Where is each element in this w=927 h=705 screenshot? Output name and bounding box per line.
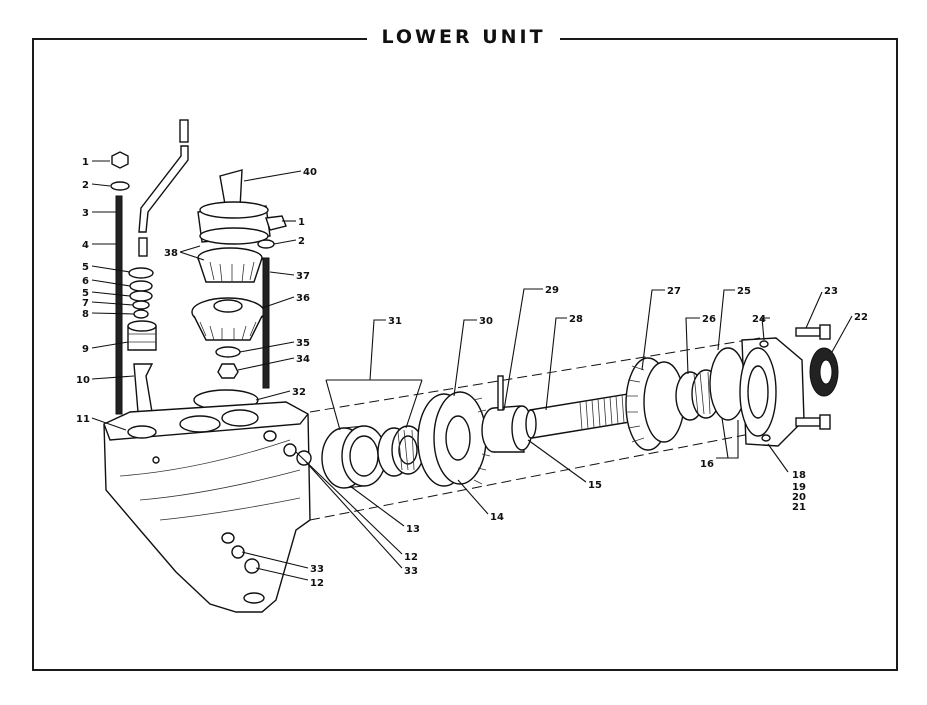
callout-36: 36 xyxy=(296,293,310,304)
callout-2: 2 xyxy=(82,180,89,191)
callout-37: 37 xyxy=(296,271,310,282)
callout-20: 20 xyxy=(792,492,806,503)
part-28-propeller-shaft xyxy=(525,391,643,439)
callout-21: 21 xyxy=(792,502,806,513)
callout-14: 14 xyxy=(490,512,504,523)
part-7-ring xyxy=(132,300,150,310)
callout-26: 26 xyxy=(702,314,716,325)
part-38-bearing xyxy=(197,247,263,283)
part-36-pinion-gear xyxy=(191,297,265,341)
callout-11: 11 xyxy=(76,414,90,425)
part-40-driveshaft-and-housing xyxy=(197,169,287,245)
callout-10: 10 xyxy=(76,375,90,386)
callout-16: 16 xyxy=(700,459,714,470)
callout-4: 4 xyxy=(82,240,89,251)
part-5-washer xyxy=(128,267,154,279)
leader-lines xyxy=(91,160,853,581)
callout-2b: 2 xyxy=(298,236,305,247)
callout-29: 29 xyxy=(545,285,559,296)
part-22-seal xyxy=(809,347,839,397)
part-34-nut xyxy=(217,363,239,379)
diagram-title: LOWER UNIT xyxy=(367,26,560,48)
callout-22: 22 xyxy=(854,312,868,323)
callout-3: 3 xyxy=(82,208,89,219)
callout-8: 8 xyxy=(82,309,89,320)
callout-30: 30 xyxy=(479,316,493,327)
callout-1b: 1 xyxy=(298,217,305,228)
callout-labels: 1 2 3 4 5 6 5 7 8 9 10 11 40 1 2 38 37 3… xyxy=(76,157,868,589)
callout-7: 7 xyxy=(82,298,89,309)
assembly-guide-lines xyxy=(309,337,761,521)
part-3-shift-rod xyxy=(138,119,189,257)
callout-15: 15 xyxy=(588,480,602,491)
callout-40: 40 xyxy=(303,167,317,178)
callout-12b: 12 xyxy=(310,578,324,589)
callout-5: 5 xyxy=(82,262,89,273)
part-23-screws xyxy=(795,324,831,430)
part-4-stud xyxy=(115,195,123,415)
part-11-gear-case xyxy=(103,401,311,613)
callout-33b: 33 xyxy=(310,564,324,575)
callout-27: 27 xyxy=(667,286,681,297)
part-8-ring xyxy=(133,309,149,319)
part-2-washer xyxy=(110,181,130,191)
part-stud-assembly xyxy=(110,151,157,415)
callout-1: 1 xyxy=(82,157,89,168)
callout-25: 25 xyxy=(737,286,751,297)
part-35-washer xyxy=(215,346,241,358)
part-6-ring xyxy=(129,280,153,292)
part-24-bearing-cage xyxy=(739,337,805,447)
part-12-33-plugs xyxy=(231,443,312,574)
callout-6: 6 xyxy=(82,276,89,287)
part-10-bracket xyxy=(133,363,154,413)
part-27-reverse-gear xyxy=(625,357,685,451)
part-31-roller-bearing xyxy=(377,425,425,477)
callout-32: 32 xyxy=(292,387,306,398)
callout-19: 19 xyxy=(792,482,806,493)
part-13-bearing-cup xyxy=(321,425,387,489)
callout-31: 31 xyxy=(388,316,402,327)
callout-35: 35 xyxy=(296,338,310,349)
title-wrap: LOWER UNIT xyxy=(0,26,927,48)
part-29-clutch-dog xyxy=(481,375,533,453)
part-1-nut xyxy=(111,151,129,169)
callout-33: 33 xyxy=(404,566,418,577)
callout-24: 24 xyxy=(752,314,766,325)
part-5b-washer xyxy=(129,290,153,302)
callout-28: 28 xyxy=(569,314,583,325)
callout-13: 13 xyxy=(406,524,420,535)
callout-38: 38 xyxy=(164,248,178,259)
callout-34: 34 xyxy=(296,354,310,365)
part-30-bevel-gear xyxy=(417,391,492,487)
callout-23: 23 xyxy=(824,286,838,297)
callout-5b: 5 xyxy=(82,288,89,299)
callout-12: 12 xyxy=(404,552,418,563)
callout-18: 18 xyxy=(792,470,806,481)
callout-9: 9 xyxy=(82,344,89,355)
